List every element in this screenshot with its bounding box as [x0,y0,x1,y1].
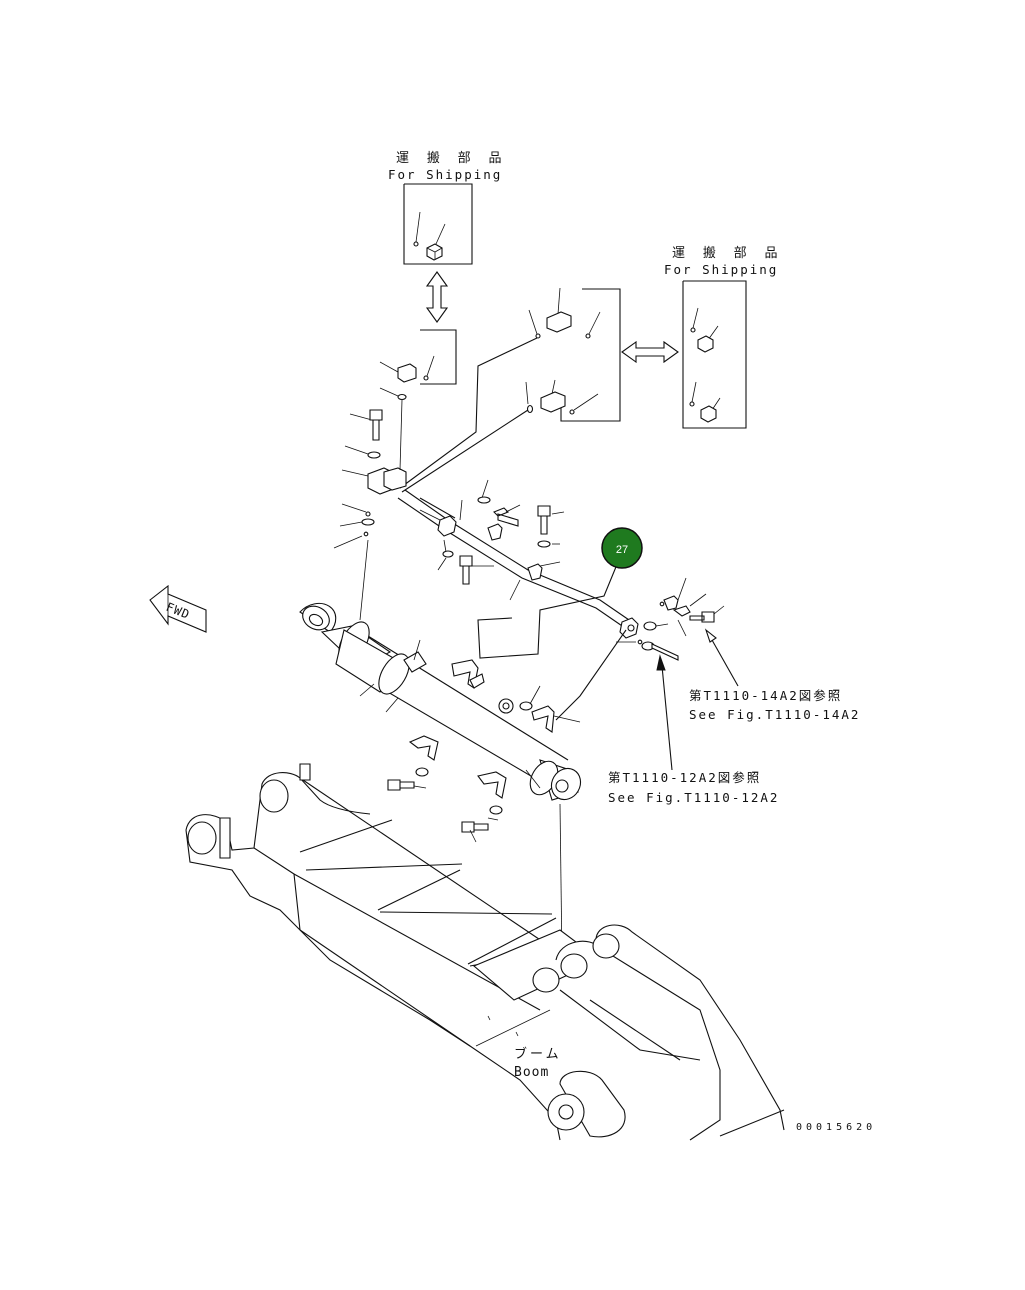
ref-12a2[interactable]: 第T1110-12A2図参照 See Fig.T1110-12A2 [608,654,779,805]
boom-label-jp: ブーム [514,1046,562,1062]
ref-12a2-en: See Fig.T1110-12A2 [608,790,779,805]
ref-14a2-jp: 第T1110-14A2図参照 [689,688,842,703]
ref-12a2-jp: 第T1110-12A2図参照 [608,770,761,785]
shipping-box-top-jp: 運 搬 部 品 [396,151,506,166]
shipping-box-top: 運 搬 部 品 For Shipping [388,151,506,265]
boom-label-en: Boom [514,1065,549,1080]
cylinder-clamps [387,659,581,843]
fwd-arrow-icon: FWD [149,584,207,633]
left-parts-column [333,361,417,621]
ref-14a2[interactable]: 第T1110-14A2図参照 See Fig.T1110-14A2 [689,628,860,722]
drawing-number: 00015620 [796,1122,876,1133]
shipping-box-right-jp: 運 搬 部 品 [672,246,782,261]
boom-label: ブーム Boom [514,1046,562,1080]
shipping-box-right-en: For Shipping [664,262,778,277]
double-arrow-horizontal-icon [621,340,679,364]
pipe-assembly [397,479,725,661]
callout-27[interactable]: 27 [601,527,643,569]
boom-cylinder [299,602,582,961]
boom-structure [185,763,785,1141]
double-arrow-vertical-icon [425,271,449,323]
ref-14a2-en: See Fig.T1110-14A2 [689,707,860,722]
shipping-box-top-en: For Shipping [388,167,502,182]
shipping-box-right: 運 搬 部 品 For Shipping [664,246,782,429]
callout-27-label: 27 [616,544,628,556]
